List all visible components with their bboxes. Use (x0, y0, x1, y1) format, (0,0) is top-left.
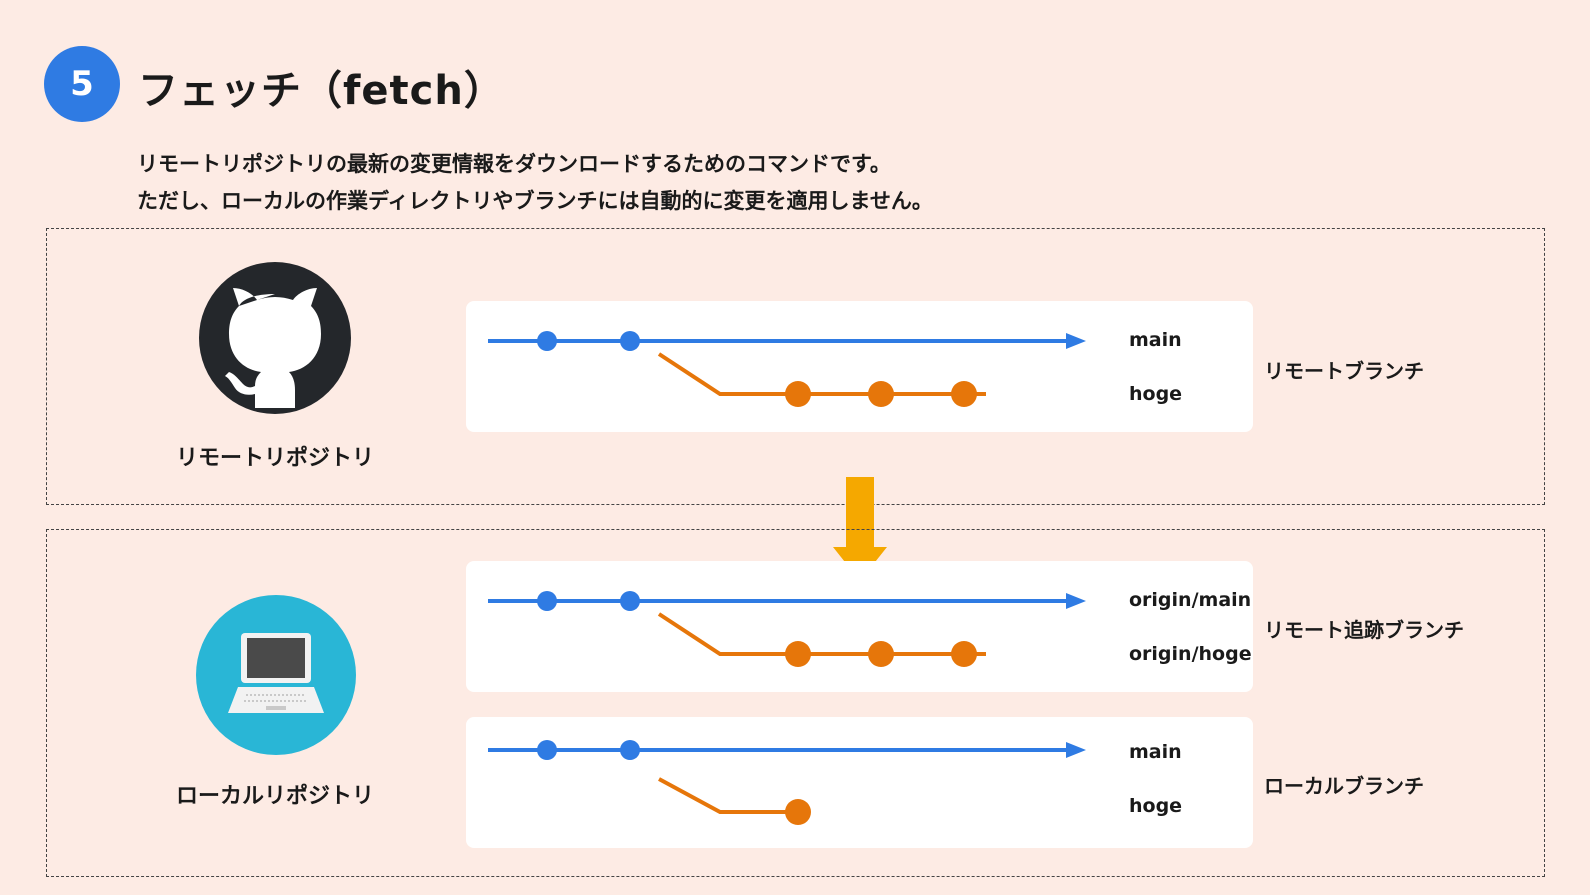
local-branch-group-label: ローカルブランチ (1264, 774, 1424, 798)
description: リモートリポジトリの最新の変更情報をダウンロードするためのコマンドです。 ただし… (137, 146, 933, 220)
tracking-hoge-label: origin/hoge (1129, 643, 1252, 665)
remote-repository-label: リモートリポジトリ (175, 446, 374, 471)
remote-branch-card: main hoge (466, 301, 1253, 432)
local-main-label: main (1129, 741, 1182, 763)
step-number-badge: 5 (44, 46, 120, 122)
commit-tracking-hoge-1 (785, 641, 811, 667)
commit-hoge-1 (785, 381, 811, 407)
remote-main-label: main (1129, 329, 1182, 351)
remote-hoge-label: hoge (1129, 383, 1183, 405)
description-line-1: リモートリポジトリの最新の変更情報をダウンロードするためのコマンドです。 (137, 152, 891, 176)
laptop-icon (196, 595, 356, 755)
remote-tracking-branch-card: origin/main origin/hoge (466, 561, 1253, 692)
local-hoge-label: hoge (1129, 795, 1183, 817)
commit-tracking-hoge-2 (868, 641, 894, 667)
description-line-2: ただし、ローカルの作業ディレクトリやブランチには自動的に変更を適用しません。 (137, 189, 933, 213)
tracking-main-label: origin/main (1129, 589, 1252, 611)
commit-hoge-2 (868, 381, 894, 407)
page-title: フェッチ（fetch） (138, 68, 505, 114)
commit-tracking-main-2 (620, 591, 640, 611)
remote-repository-section (46, 228, 1545, 505)
local-branch-card: main hoge (466, 717, 1253, 848)
commit-local-hoge-1 (785, 799, 811, 825)
commit-local-main-2 (620, 740, 640, 760)
commit-tracking-hoge-3 (951, 641, 977, 667)
remote-branch-group-label: リモートブランチ (1264, 359, 1424, 383)
local-repository-section (46, 529, 1545, 877)
commit-local-main-1 (537, 740, 557, 760)
local-repository-label: ローカルリポジトリ (175, 784, 374, 809)
github-octocat-icon (199, 262, 351, 414)
commit-tracking-main-1 (537, 591, 557, 611)
remote-tracking-group-label: リモート追跡ブランチ (1264, 618, 1464, 642)
commit-hoge-3 (951, 381, 977, 407)
commit-main-1 (537, 331, 557, 351)
commit-main-2 (620, 331, 640, 351)
